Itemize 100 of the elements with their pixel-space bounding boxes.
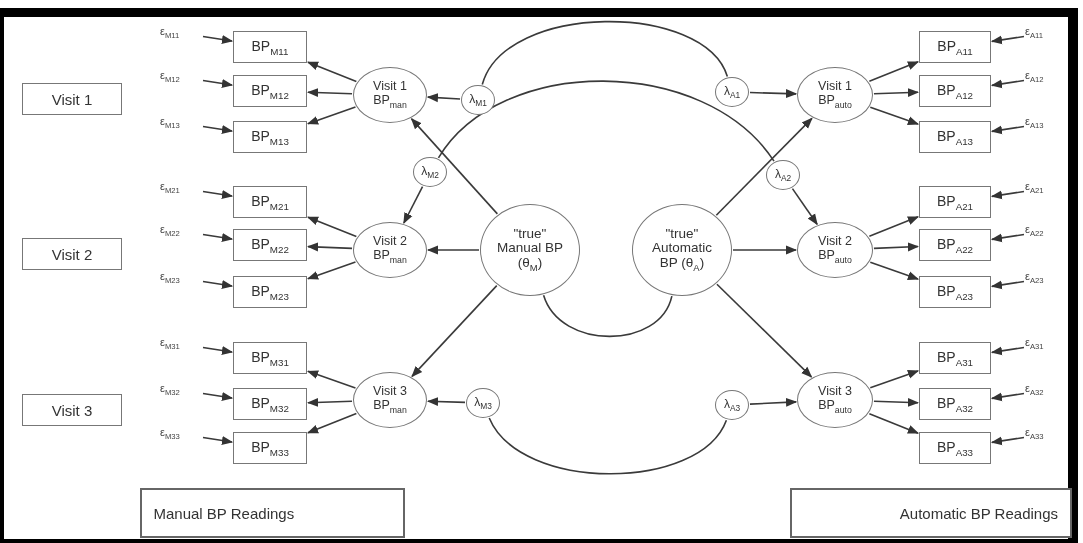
arrow	[202, 190, 234, 199]
observed-reading-box: BP$_{M33}$	[233, 432, 307, 464]
observed-reading-box: BP$_{A23}$	[919, 276, 991, 308]
arrow	[749, 397, 798, 407]
observed-reading-box: BP$_{M12}$	[233, 75, 307, 107]
arrow	[869, 261, 920, 280]
true-bp-ellipse: "true" Automatic BP (θ$_{A}$)	[632, 204, 732, 296]
latent-variable-ellipse: Visit 1 BP$_{man}$	[353, 67, 427, 123]
observed-reading-box: BP$_{A31}$	[919, 342, 991, 374]
latent-variable-ellipse: Visit 3 BP$_{man}$	[353, 372, 427, 428]
arrow	[306, 397, 353, 407]
arrow	[732, 245, 798, 255]
arrow	[306, 216, 358, 238]
error-term: ε$_{A23}$	[1025, 269, 1069, 287]
observed-reading-box: BP$_{M13}$	[233, 121, 307, 153]
arrow	[873, 397, 920, 407]
loading-circle: λ$_{A3}$	[715, 390, 749, 420]
arrow	[869, 106, 920, 125]
arrow	[202, 233, 234, 242]
error-term: ε$_{A31}$	[1025, 335, 1069, 353]
observed-reading-box: BP$_{M22}$	[233, 229, 307, 261]
arrow	[306, 261, 357, 280]
error-term: ε$_{A11}$	[1025, 24, 1069, 42]
error-term: ε$_{A32}$	[1025, 381, 1069, 399]
arrow	[990, 233, 1025, 243]
arrow	[410, 118, 499, 215]
arrow	[403, 185, 424, 224]
error-term: ε$_{M31}$	[160, 335, 202, 353]
error-term: ε$_{A21}$	[1025, 179, 1069, 197]
observed-reading-box: BP$_{A33}$	[919, 432, 991, 464]
arrow	[202, 392, 234, 401]
latent-variable-ellipse: Visit 2 BP$_{man}$	[353, 222, 427, 278]
arrow	[873, 88, 920, 98]
observed-reading-box: BP$_{A11}$	[919, 31, 991, 63]
arrow	[306, 370, 357, 389]
arrow	[791, 187, 818, 226]
arrow	[306, 242, 353, 252]
arrow	[202, 436, 234, 445]
correlation-arc	[481, 20, 729, 86]
arrow	[990, 346, 1025, 356]
correlation-arc	[437, 80, 775, 162]
loading-circle: λ$_{A1}$	[715, 77, 749, 107]
arrow	[426, 245, 480, 255]
observed-reading-box: BP$_{M32}$	[233, 388, 307, 420]
arrow	[306, 412, 358, 434]
latent-variable-ellipse: Visit 1 BP$_{auto}$	[797, 67, 873, 123]
observed-reading-box: BP$_{A22}$	[919, 229, 991, 261]
arrow	[426, 93, 461, 103]
arrow	[202, 79, 234, 88]
latent-variable-ellipse: Visit 3 BP$_{auto}$	[797, 372, 873, 428]
observed-reading-box: BP$_{M11}$	[233, 31, 307, 63]
arrow	[990, 280, 1025, 290]
correlation-arc	[542, 294, 673, 338]
arrow	[873, 242, 920, 252]
arrow	[990, 190, 1025, 200]
error-term: ε$_{M13}$	[160, 114, 202, 132]
latent-variable-ellipse: Visit 2 BP$_{auto}$	[797, 222, 873, 278]
arrow	[749, 89, 798, 99]
arrow	[716, 283, 813, 378]
observed-reading-box: BP$_{A32}$	[919, 388, 991, 420]
arrow	[306, 88, 353, 98]
visit-label: Visit 3	[22, 394, 122, 426]
loading-circle: λ$_{M2}$	[413, 157, 447, 187]
loading-circle: λ$_{A2}$	[766, 160, 800, 190]
observed-reading-box: BP$_{A21}$	[919, 186, 991, 218]
section-label: Manual BP Readings	[139, 488, 405, 538]
arrow	[990, 392, 1025, 402]
arrow	[202, 125, 234, 134]
error-term: ε$_{A12}$	[1025, 68, 1069, 86]
error-term: ε$_{M21}$	[160, 179, 202, 197]
correlation-arc	[488, 417, 728, 475]
arrow	[868, 412, 920, 434]
arrow	[869, 370, 920, 389]
arrow	[990, 79, 1025, 89]
error-term: ε$_{A13}$	[1025, 114, 1069, 132]
arrow	[306, 61, 358, 83]
error-term: ε$_{M33}$	[160, 425, 202, 443]
arrow	[306, 106, 357, 125]
arrow	[868, 61, 920, 83]
arrow	[426, 397, 466, 407]
arrow	[715, 117, 813, 217]
arrow	[202, 280, 234, 289]
arrow	[990, 436, 1025, 446]
observed-reading-box: BP$_{A12}$	[919, 75, 991, 107]
observed-reading-box: BP$_{M23}$	[233, 276, 307, 308]
loading-circle: λ$_{M1}$	[461, 85, 495, 115]
error-term: ε$_{M11}$	[160, 24, 202, 42]
arrow	[202, 346, 234, 355]
visit-label: Visit 1	[22, 83, 122, 115]
section-label: Automatic BP Readings	[790, 488, 1072, 538]
error-term: ε$_{M12}$	[160, 68, 202, 86]
arrow	[990, 35, 1025, 45]
observed-reading-box: BP$_{M21}$	[233, 186, 307, 218]
error-term: ε$_{M23}$	[160, 269, 202, 287]
visit-label: Visit 2	[22, 238, 122, 270]
error-term: ε$_{M22}$	[160, 222, 202, 240]
observed-reading-box: BP$_{M31}$	[233, 342, 307, 374]
arrow	[990, 125, 1025, 135]
observed-reading-box: BP$_{A13}$	[919, 121, 991, 153]
true-bp-ellipse: "true" Manual BP (θ$_{M}$)	[480, 204, 580, 296]
